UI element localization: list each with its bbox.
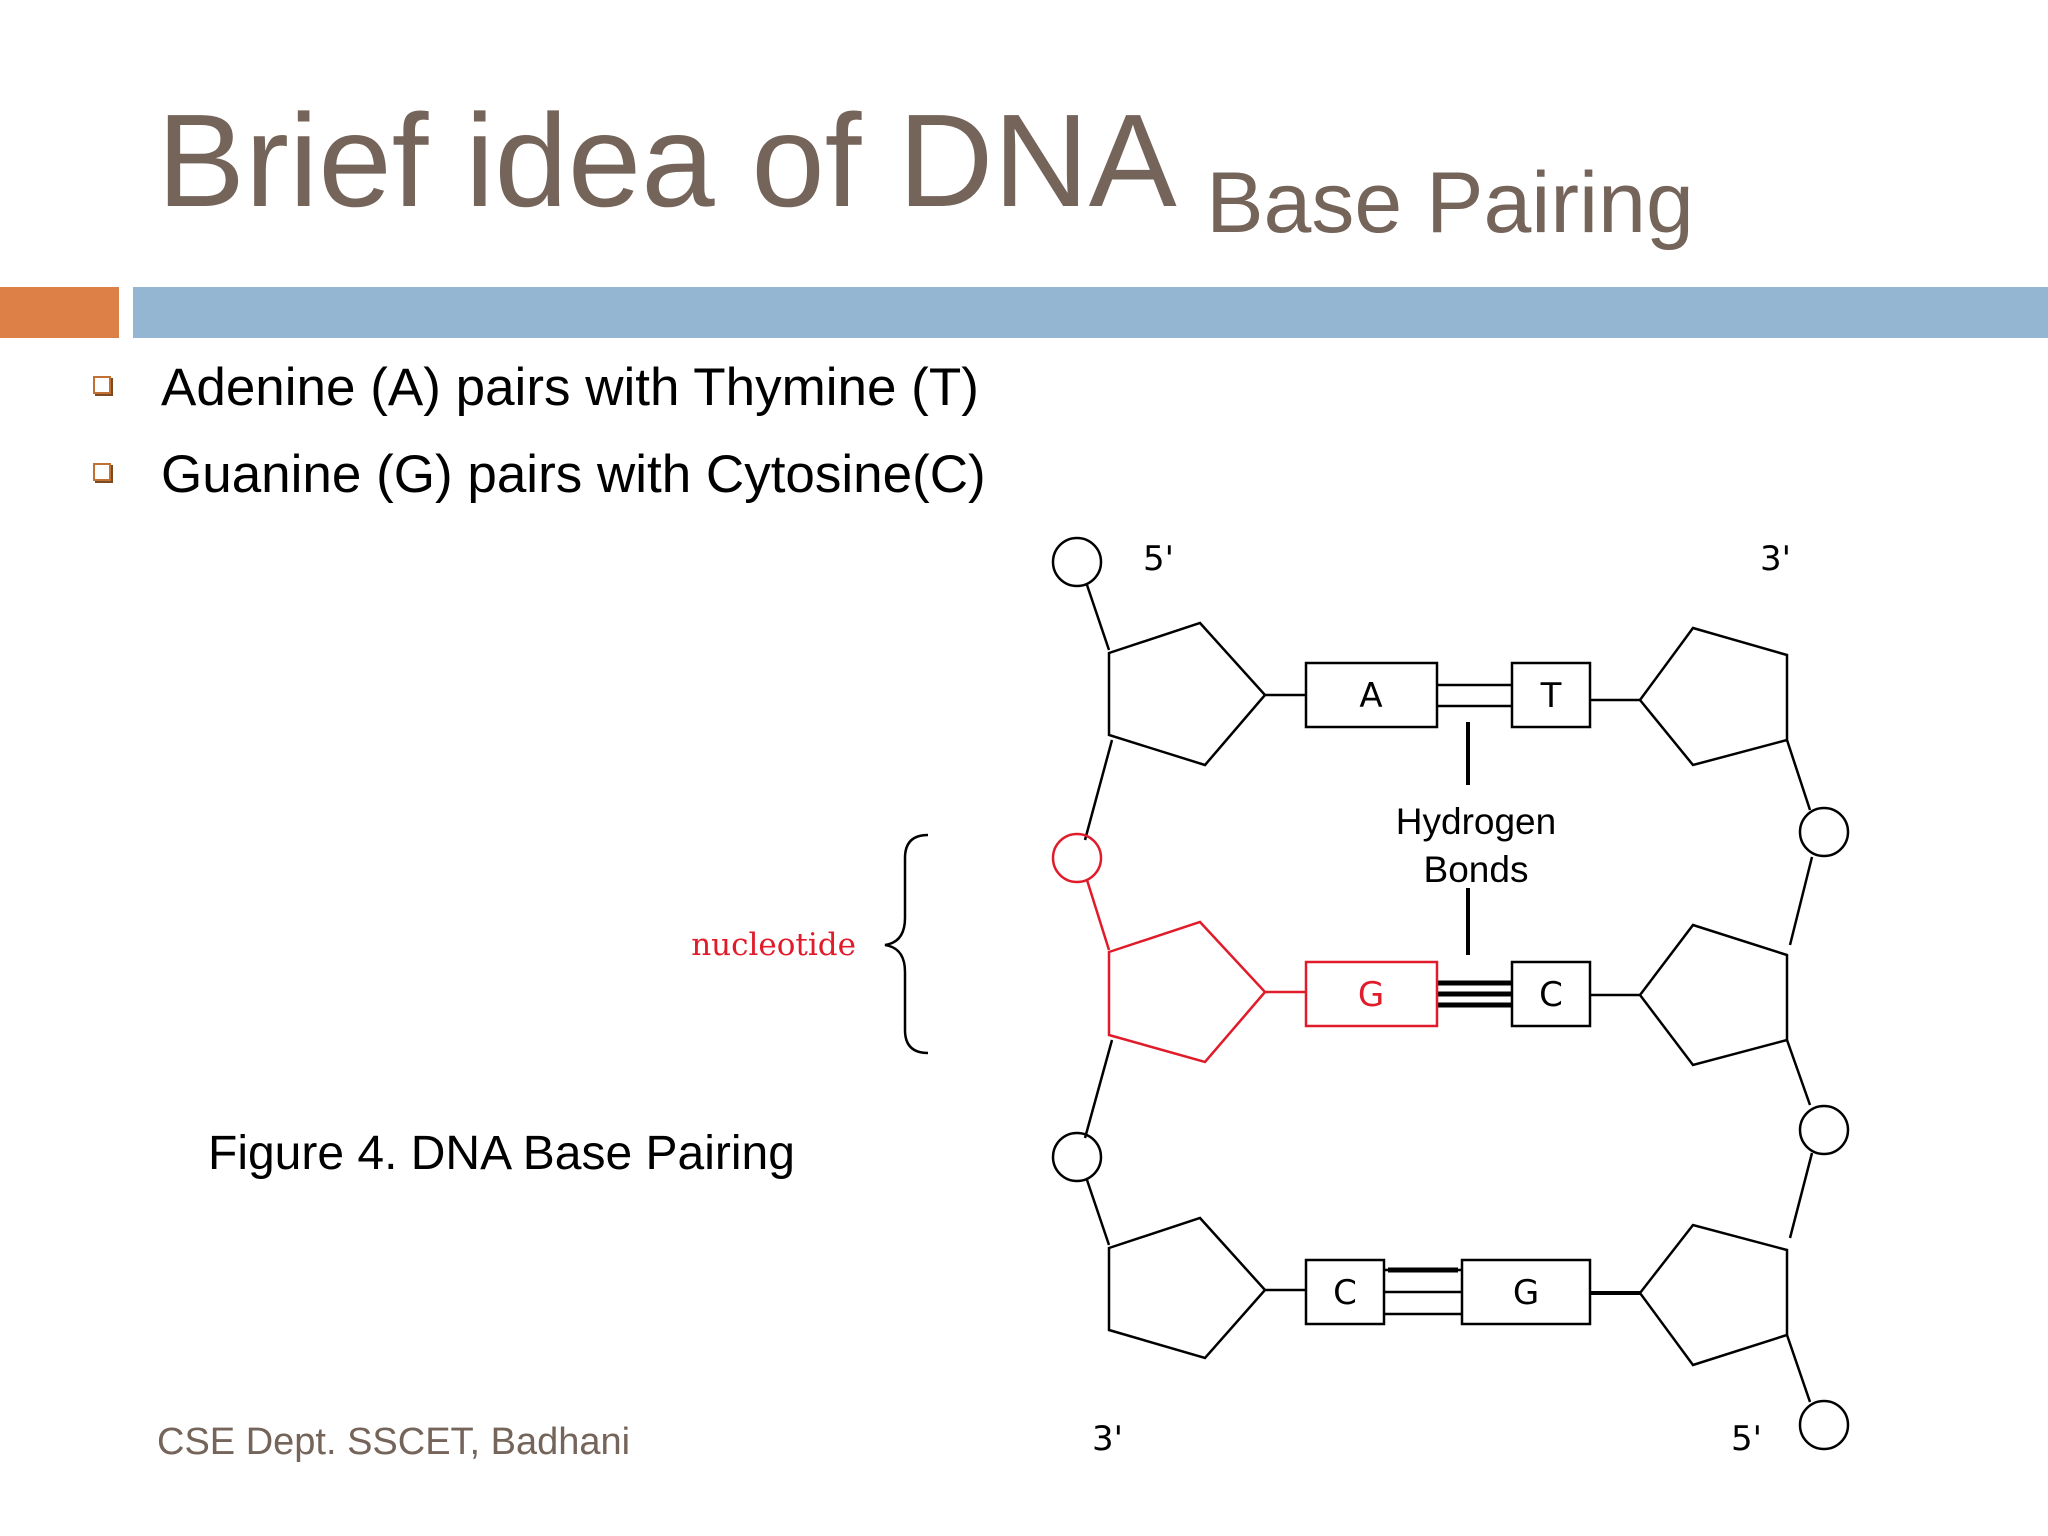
end-label-5-prime: 5' (1143, 539, 1174, 579)
footer-text: CSE Dept. SSCET, Badhani (157, 1421, 631, 1463)
end-label-5-prime: 5' (1731, 1419, 1762, 1459)
phosphate-circle (1798, 1104, 1850, 1156)
hydrogen-bond (1437, 980, 1512, 1008)
nucleotide-sugar-pentagon (1107, 920, 1267, 1064)
base-label: G (1358, 975, 1384, 1015)
sugar-pentagon (1638, 626, 1789, 767)
backbone-link (1085, 584, 1111, 651)
backbone-link (1788, 1152, 1814, 1239)
nucleotide-label: nucleotide (691, 927, 856, 963)
backbone-link (1083, 1039, 1114, 1139)
hydrogen-bonds-label: Hydrogen (1396, 801, 1556, 842)
bullet-text: Guanine (G) pairs with Cytosine(C) (161, 445, 986, 504)
accent-bar-orange (0, 287, 119, 338)
bullet-text: Adenine (A) pairs with Thymine (T) (161, 358, 979, 417)
backbone-link (1785, 1039, 1812, 1106)
hydrogen-bond (1384, 1268, 1462, 1316)
base-label: G (1513, 1273, 1539, 1313)
end-label-3-prime: 3' (1092, 1419, 1123, 1459)
phosphate-circle (1051, 536, 1103, 588)
backbone-link (1085, 1179, 1111, 1246)
sugar-pentagon (1638, 1223, 1789, 1367)
base-label: T (1540, 676, 1562, 716)
backbone-link (1788, 856, 1814, 946)
nucleotide-base-box-G (1304, 960, 1439, 1028)
base-label: A (1359, 676, 1382, 716)
slide-subtitle: Base Pairing (1206, 155, 1694, 251)
backbone-link (1785, 1334, 1812, 1403)
phosphate-circle (1798, 1399, 1850, 1451)
title-main: Brief idea of DNA (157, 87, 1170, 234)
base-label: C (1539, 975, 1563, 1015)
sugar-pentagon (1107, 621, 1267, 767)
bullet-item: Guanine (G) pairs with Cytosine(C) (0, 440, 986, 527)
end-label-3-prime: 3' (1760, 539, 1791, 579)
bullet-list: Adenine (A) pairs with Thymine (T) Guani… (0, 353, 986, 527)
nucleotide-phosphate-circle (1051, 832, 1103, 884)
phosphate-circle (1798, 806, 1850, 858)
sugar-pentagon (1638, 923, 1789, 1067)
bullet-square-icon (93, 376, 111, 394)
bullet-square-icon (93, 463, 111, 481)
slide-title: Brief idea of DNA Base Pairing (157, 95, 1694, 247)
nucleotide-brace (884, 833, 929, 1055)
backbone-link (1785, 739, 1812, 811)
base-label: C (1333, 1273, 1357, 1313)
bullet-item: Adenine (A) pairs with Thymine (T) (0, 353, 986, 440)
backbone-link (1083, 739, 1114, 841)
figure-caption: Figure 4. DNA Base Pairing (208, 1127, 795, 1180)
hydrogen-bonds-label: Bonds (1424, 849, 1529, 890)
base-box-T (1510, 661, 1592, 729)
accent-bar-blue (133, 287, 2048, 338)
nucleotide-link (1085, 879, 1111, 951)
sugar-pentagon (1107, 1216, 1267, 1360)
base-box-A (1304, 661, 1439, 729)
phosphate-circle (1051, 1131, 1103, 1183)
hydrogen-bond (1437, 683, 1512, 708)
